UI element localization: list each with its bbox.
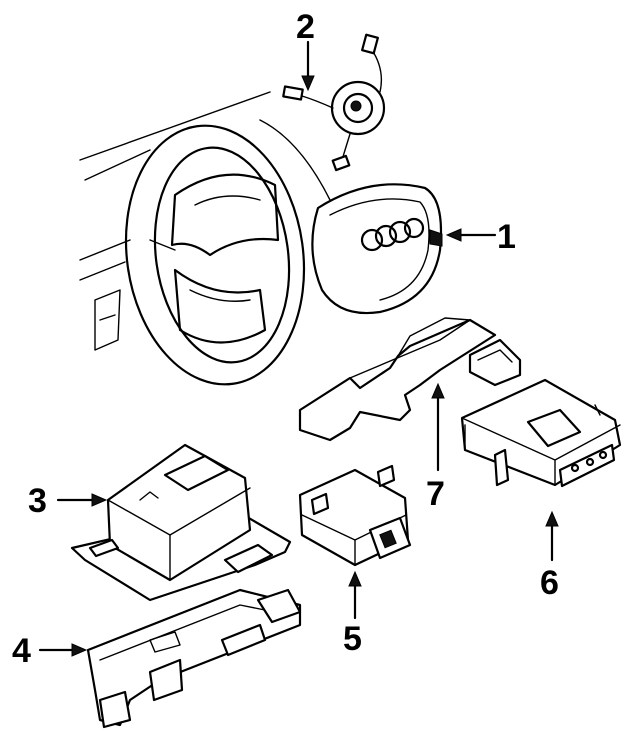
leader-arrows: [38, 40, 559, 657]
callout-6: 6: [540, 564, 559, 602]
support-bracket-icon: [298, 317, 522, 442]
callout-1: 1: [497, 218, 516, 256]
airbag-module-icon: [311, 183, 443, 315]
callout-2: 2: [296, 8, 315, 46]
clock-spring-icon: [282, 33, 386, 172]
callout-7: 7: [426, 475, 445, 513]
mounting-bracket-icon: [86, 588, 302, 729]
relay-module-icon: [298, 464, 412, 567]
callout-5: 5: [343, 620, 362, 658]
control-unit-icon: [70, 443, 292, 602]
sensor-unit-icon: [460, 378, 622, 488]
steering-wheel-dashboard: [79, 91, 331, 386]
callout-3: 3: [28, 482, 47, 520]
callout-4: 4: [12, 632, 31, 670]
